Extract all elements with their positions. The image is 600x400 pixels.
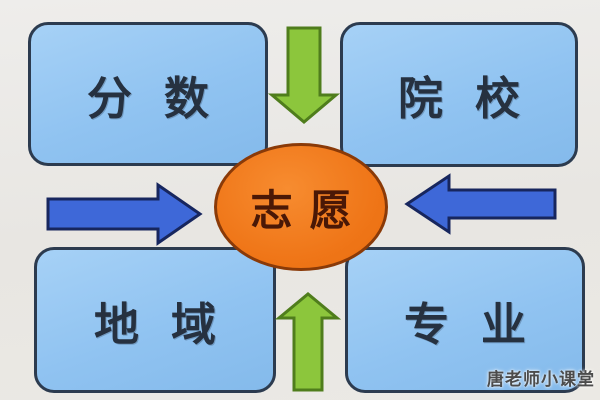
box-score-label: 分数 <box>86 72 241 124</box>
box-major: 专业 <box>345 247 585 393</box>
arrow-up-icon <box>274 292 342 392</box>
center-ellipse-label: 志愿 <box>250 186 369 234</box>
box-score: 分数 <box>28 22 268 166</box>
center-ellipse: 志愿 <box>214 143 388 271</box>
box-region-label: 地域 <box>93 298 248 350</box>
arrow-left-icon <box>404 173 557 235</box>
box-region: 地域 <box>34 247 276 393</box>
watermark: 唐老师小课堂 <box>487 370 595 389</box>
arrow-down-icon <box>267 26 341 124</box>
box-major-label: 专业 <box>403 298 558 350</box>
box-college: 院校 <box>340 22 578 167</box>
box-college-label: 院校 <box>397 73 552 124</box>
arrow-right-icon <box>46 182 203 246</box>
